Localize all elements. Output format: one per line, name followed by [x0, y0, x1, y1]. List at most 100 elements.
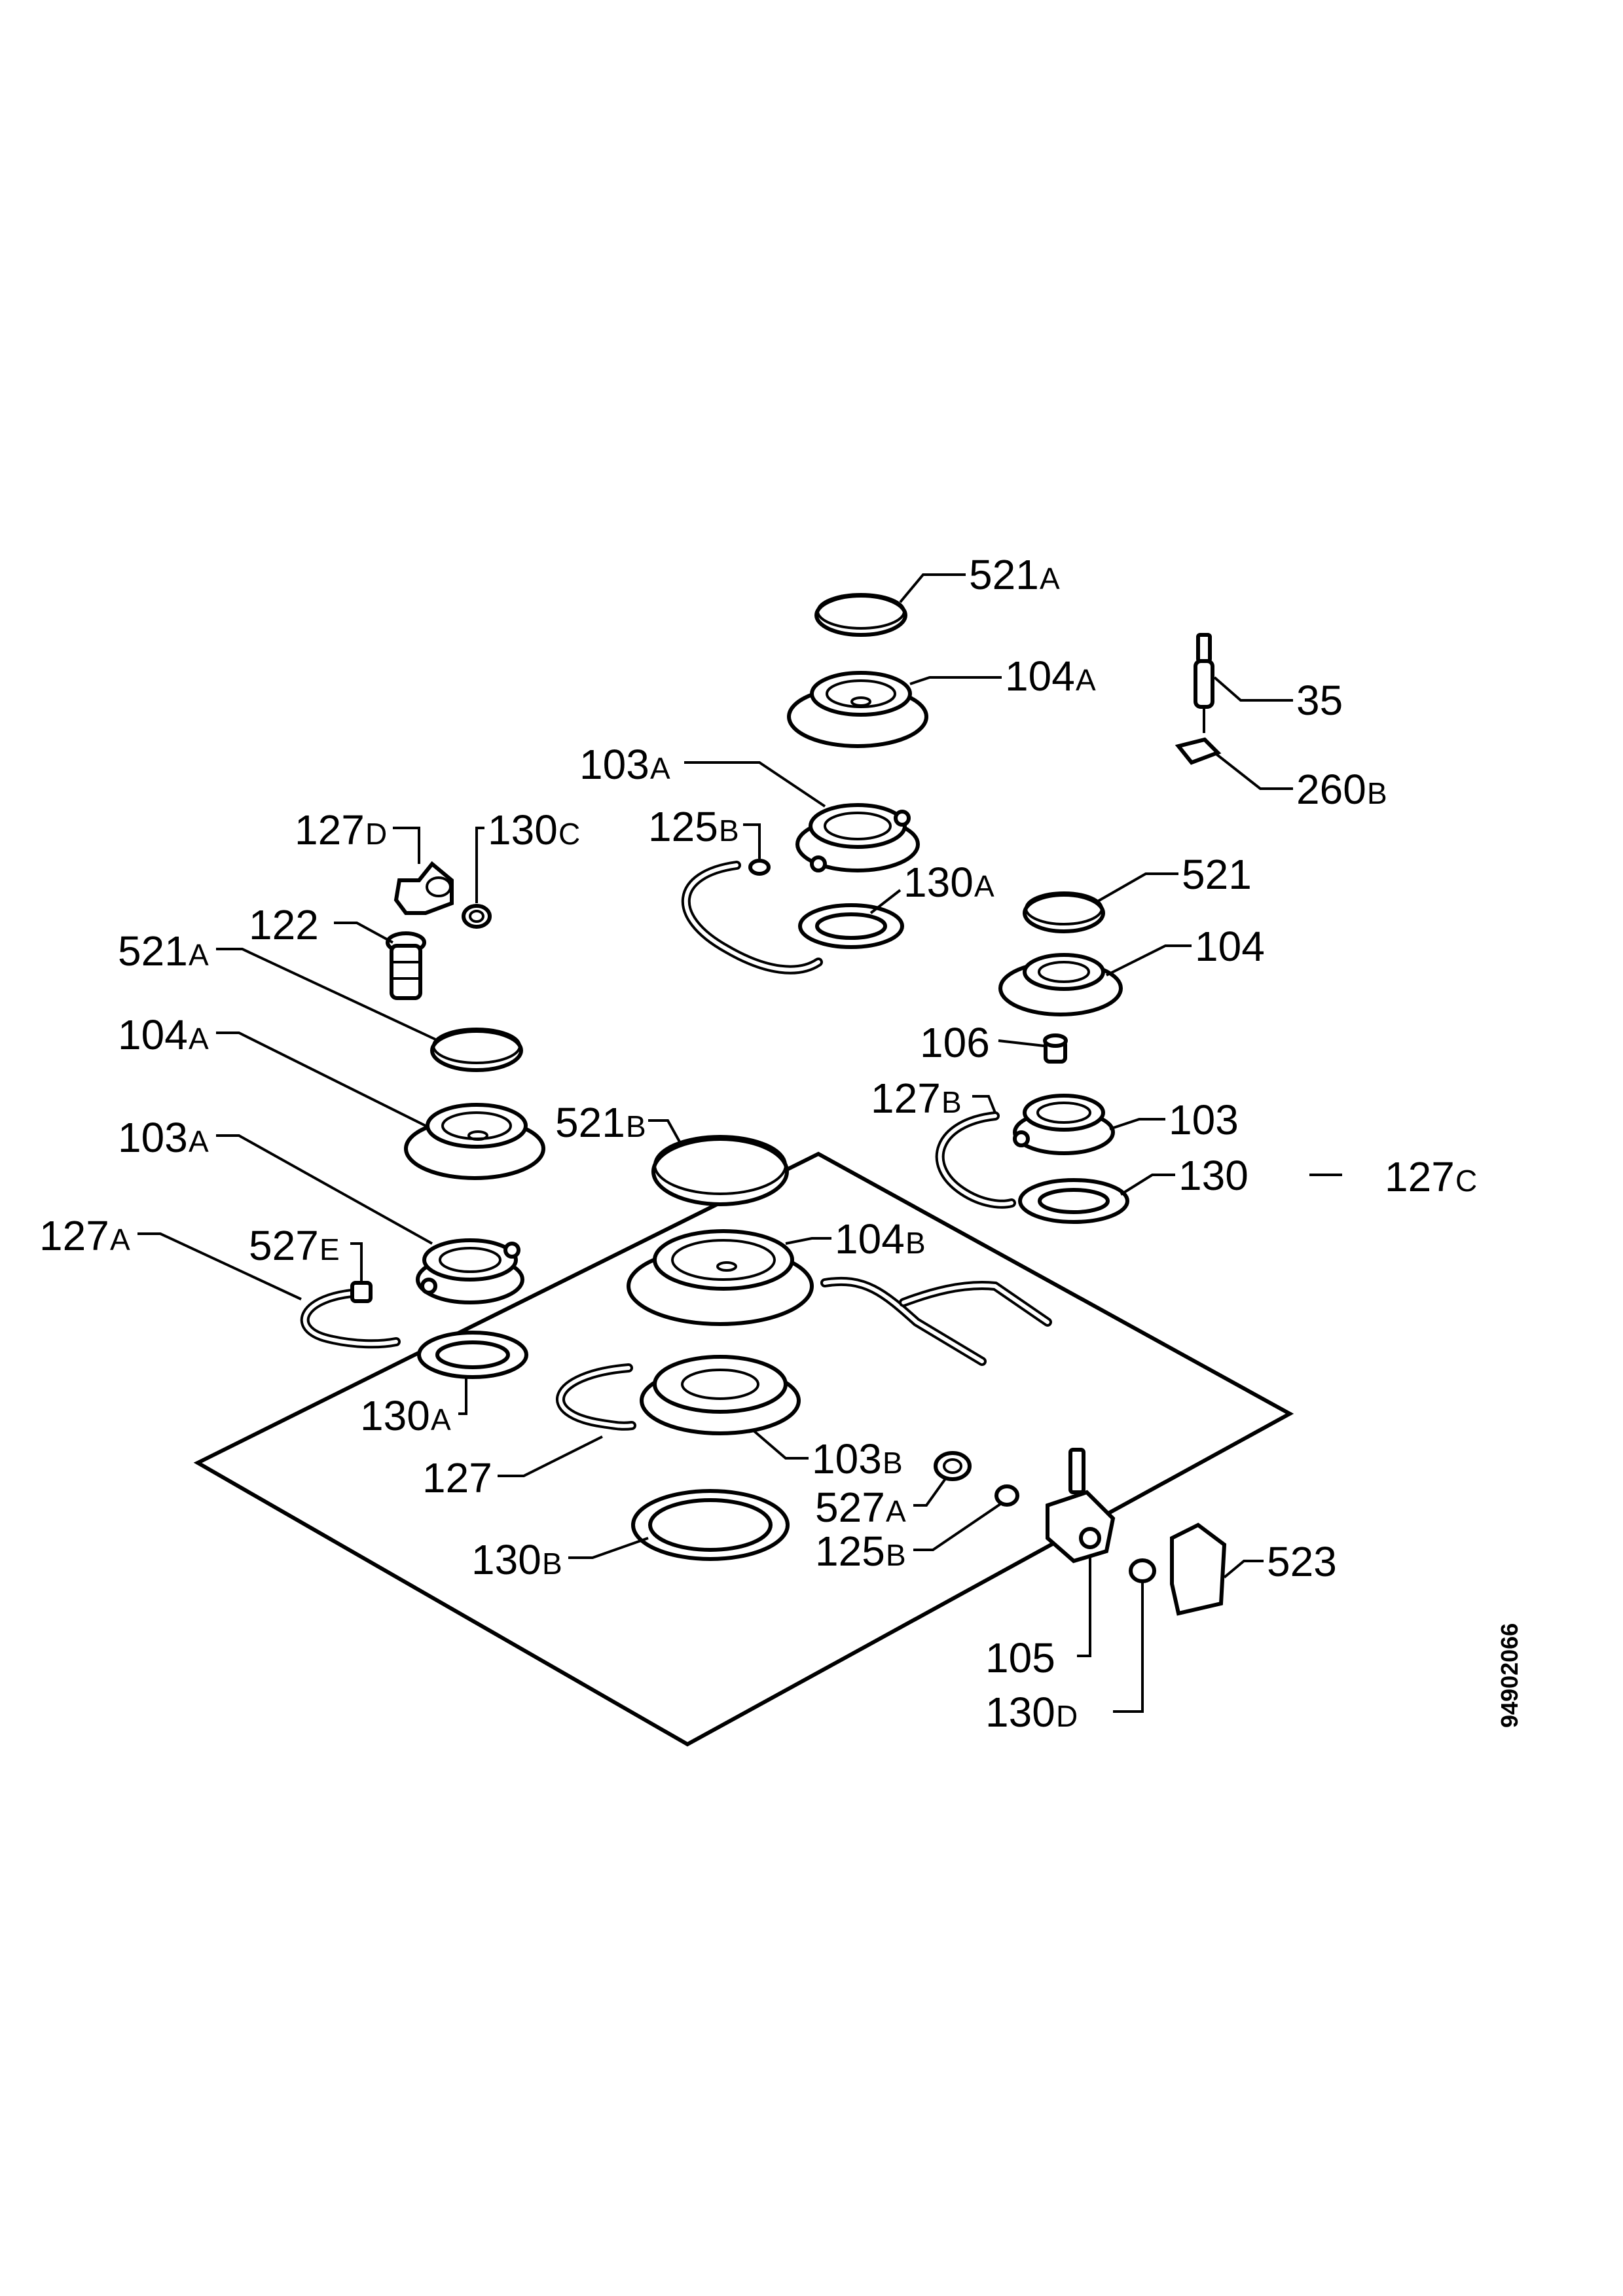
burner-body-top	[795, 803, 920, 872]
burner-cap-left	[430, 1028, 523, 1072]
callout-number: 122	[249, 901, 319, 948]
callout-suffix: B	[719, 814, 739, 848]
drawing-code: 94902066	[1496, 1623, 1523, 1728]
callout-number: 521	[969, 551, 1039, 598]
callout-number: 130	[471, 1536, 541, 1583]
callout-suffix: C	[1455, 1164, 1477, 1198]
callout-number: 130	[985, 1689, 1055, 1736]
burner-crown-top	[787, 671, 928, 748]
callout-number: 104	[1195, 923, 1265, 970]
callout-suffix: B	[626, 1109, 646, 1143]
burner-crown-left	[404, 1103, 545, 1180]
hob-outline	[193, 1151, 1294, 1747]
callout-number: 104	[118, 1011, 188, 1058]
callout-number: 127	[39, 1212, 109, 1259]
washer-130d	[1129, 1558, 1156, 1583]
clip-523	[1170, 1522, 1227, 1616]
nut-527a	[934, 1451, 972, 1481]
callout-suffix: A	[886, 1494, 906, 1528]
clip-260b	[1175, 737, 1222, 765]
thermocouple-top	[681, 861, 823, 975]
callout-suffix: A	[110, 1223, 130, 1257]
callout-suffix: E	[319, 1232, 340, 1266]
connector-122	[386, 931, 426, 1000]
callout-suffix: A	[189, 1124, 209, 1158]
callout-suffix: B	[886, 1538, 906, 1572]
callout-suffix: A	[650, 751, 670, 785]
jet-top	[748, 859, 771, 876]
seal-ring-large	[631, 1489, 790, 1561]
seal-ring-top	[798, 903, 904, 949]
callout-number: 103	[812, 1435, 882, 1482]
callout-number: 523	[1267, 1538, 1337, 1585]
callout-suffix: D	[1056, 1699, 1078, 1733]
callout-number: 103	[1169, 1096, 1239, 1143]
callout-number: 521	[1182, 851, 1252, 898]
clip-527e	[350, 1281, 373, 1303]
callout-suffix: A	[189, 938, 209, 972]
callout-number: 103	[118, 1114, 188, 1161]
callout-number: 527	[815, 1484, 885, 1531]
callout-suffix: A	[189, 1022, 209, 1056]
callout-103: 103	[1109, 1096, 1239, 1143]
callout-number: 104	[1005, 653, 1075, 700]
callout-130: 130	[1120, 1152, 1249, 1199]
callout-35: 35	[1213, 676, 1343, 724]
jet-106	[1043, 1033, 1068, 1064]
callout-106: 106	[920, 1019, 1045, 1066]
callout-suffix: B	[905, 1226, 926, 1260]
callout-104: 104	[1106, 923, 1265, 977]
seal-ring-left	[417, 1331, 528, 1379]
callout-number: 35	[1296, 677, 1343, 724]
gas-tap-105	[1046, 1448, 1116, 1564]
callout-suffix: B	[883, 1446, 903, 1480]
callout-suffix: C	[558, 817, 580, 851]
callout-number: 130	[360, 1392, 430, 1439]
gas-pipe-right	[899, 1281, 1052, 1327]
callout-number: 130	[488, 806, 558, 853]
callout-suffix: A	[974, 869, 994, 903]
callout-521: 521	[1096, 851, 1252, 903]
callout-number: 105	[985, 1634, 1055, 1681]
burner-body-left	[416, 1238, 524, 1304]
callout-suffix: A	[1040, 562, 1060, 596]
thermocouple-right	[935, 1111, 1016, 1209]
callout-number: 125	[815, 1528, 885, 1575]
burner-body-right	[1013, 1094, 1115, 1155]
callout-number: 127	[295, 806, 365, 853]
burner-body-large	[640, 1355, 801, 1435]
callout-127: 127	[422, 1435, 603, 1501]
seal-ring-right	[1018, 1178, 1129, 1224]
nut-130c	[462, 904, 492, 929]
ignition-electrode-35	[1194, 633, 1214, 733]
callout-122: 122	[249, 901, 393, 948]
callout-suffix: D	[365, 817, 387, 851]
elbow-fitting-127d	[393, 861, 454, 915]
callout-suffix: B	[542, 1547, 562, 1581]
callout-number: 527	[249, 1222, 319, 1269]
callout-suffix: B	[1367, 776, 1387, 810]
callout-number: 104	[835, 1215, 905, 1263]
burner-cap-top	[814, 593, 907, 637]
callout-suffix: A	[1076, 663, 1096, 697]
burner-crown-large	[627, 1229, 814, 1326]
